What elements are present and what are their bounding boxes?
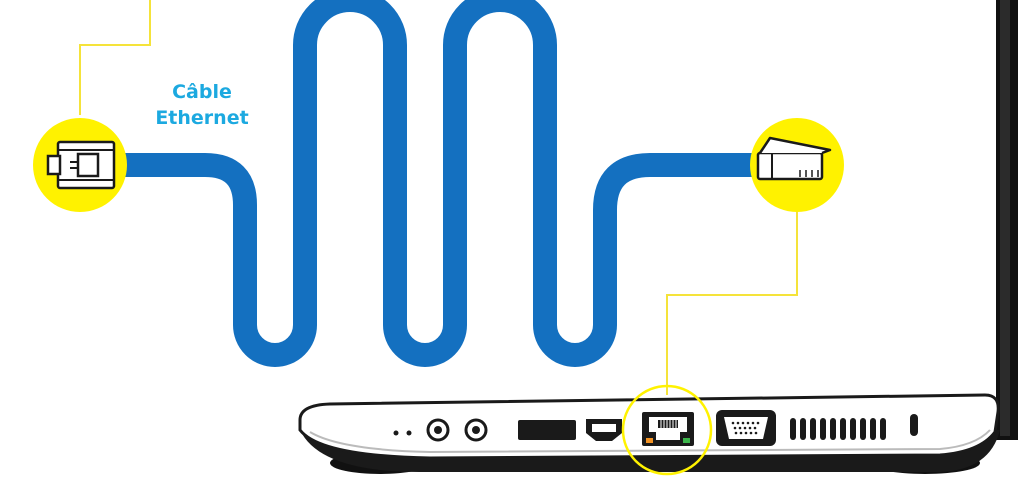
ethernet-cable: [120, 0, 755, 355]
cable-label-line-1: Câble: [146, 79, 258, 105]
indicator-dot: [407, 431, 412, 436]
ethernet-port-icon: [642, 412, 694, 446]
rj45-plug-front-icon: [33, 118, 127, 212]
left-callout-line: [80, 0, 150, 115]
callout-lines: [80, 0, 797, 395]
port-led-orange: [646, 438, 653, 443]
vga-port: [716, 410, 776, 446]
right-callout-line: [667, 210, 797, 395]
port-led-green: [683, 438, 690, 443]
usb-port: [518, 420, 576, 440]
laptop-lid: [996, 0, 1018, 440]
indicator-dot: [394, 431, 399, 436]
rj45-plug-side-icon: [750, 118, 844, 212]
cable-label-line-2: Ethernet: [146, 105, 258, 131]
security-lock-slot: [910, 414, 918, 436]
cable-label: Câble Ethernet: [146, 79, 258, 131]
